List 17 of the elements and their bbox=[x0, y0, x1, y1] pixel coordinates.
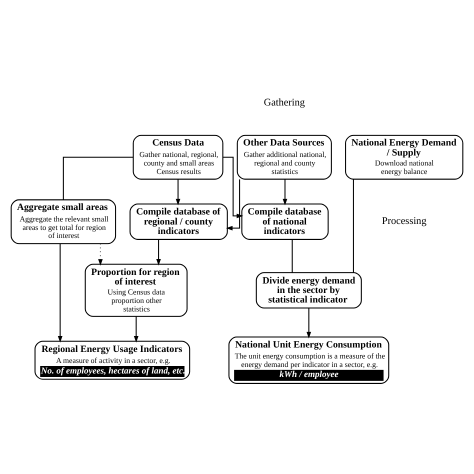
connector bbox=[352, 178, 354, 272]
arrow bbox=[134, 316, 138, 342]
arrow bbox=[306, 308, 312, 338]
label: Gathering bbox=[264, 97, 305, 108]
arrow bbox=[282, 178, 288, 205]
node-box: Compile database of national indicators bbox=[241, 202, 329, 240]
connector bbox=[292, 239, 293, 272]
arrow bbox=[58, 243, 62, 342]
label: Processing bbox=[382, 216, 426, 227]
connector bbox=[62, 156, 134, 200]
arrow bbox=[156, 239, 161, 266]
arrow bbox=[98, 243, 103, 266]
node-box: Compile database of regional / county indicators bbox=[130, 202, 228, 240]
arrow bbox=[226, 178, 240, 230]
arrow bbox=[176, 178, 180, 205]
node-box: Divide energy demand in the sector by statistical indicator bbox=[256, 272, 362, 308]
arrow bbox=[223, 156, 244, 218]
